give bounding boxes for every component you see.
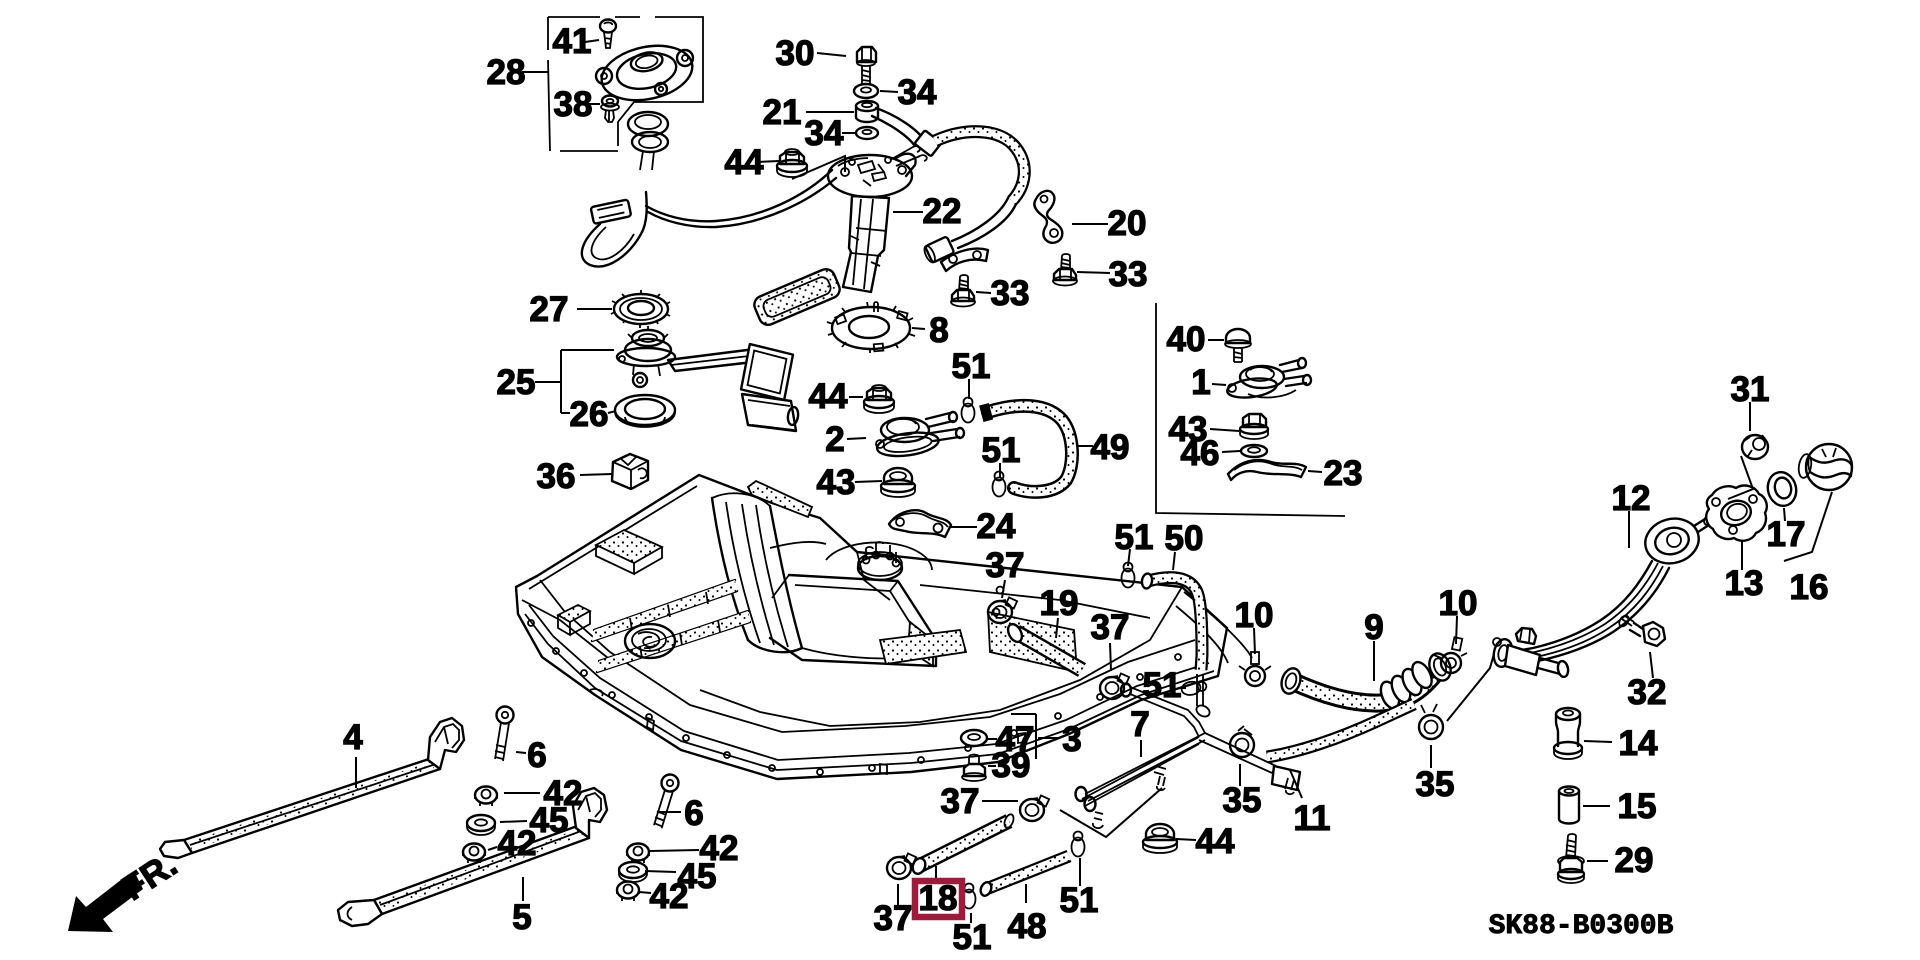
svg-text:16: 16	[1790, 568, 1829, 607]
svg-text:20: 20	[1108, 204, 1147, 243]
svg-text:5: 5	[512, 898, 531, 937]
svg-text:38: 38	[554, 85, 593, 124]
svg-text:51: 51	[1115, 518, 1154, 557]
svg-text:51: 51	[1143, 666, 1182, 705]
svg-text:39: 39	[992, 746, 1031, 785]
svg-text:24: 24	[977, 507, 1016, 546]
svg-text:35: 35	[1223, 781, 1262, 820]
svg-text:37: 37	[941, 782, 980, 821]
svg-text:10: 10	[1235, 596, 1274, 635]
svg-text:32: 32	[1628, 673, 1667, 712]
svg-text:48: 48	[1008, 907, 1047, 946]
svg-text:27: 27	[530, 290, 569, 329]
svg-text:37: 37	[1091, 608, 1130, 647]
svg-text:51: 51	[982, 431, 1021, 470]
svg-text:30: 30	[776, 34, 815, 73]
svg-text:22: 22	[923, 192, 962, 231]
svg-text:34: 34	[898, 73, 937, 112]
svg-text:35: 35	[1416, 765, 1455, 804]
svg-text:44: 44	[1196, 822, 1235, 861]
svg-text:15: 15	[1618, 787, 1657, 826]
svg-text:23: 23	[1324, 454, 1363, 493]
svg-text:10: 10	[1439, 584, 1478, 623]
svg-text:3: 3	[1062, 720, 1081, 759]
svg-text:13: 13	[1725, 564, 1764, 603]
svg-text:7: 7	[1130, 705, 1149, 744]
svg-text:11: 11	[1294, 799, 1331, 838]
svg-text:51: 51	[1060, 881, 1099, 920]
svg-text:51: 51	[952, 347, 991, 386]
svg-text:43: 43	[1169, 410, 1208, 449]
svg-text:12: 12	[1612, 479, 1651, 518]
svg-text:37: 37	[986, 546, 1025, 585]
svg-text:44: 44	[809, 377, 848, 416]
svg-text:37: 37	[874, 899, 913, 938]
svg-text:14: 14	[1619, 724, 1658, 763]
svg-text:2: 2	[825, 420, 844, 459]
svg-text:28: 28	[487, 53, 526, 92]
svg-text:1: 1	[1191, 363, 1210, 402]
svg-text:42: 42	[700, 829, 739, 868]
svg-text:25: 25	[497, 363, 536, 402]
svg-text:43: 43	[817, 463, 856, 502]
svg-text:17: 17	[1767, 515, 1806, 554]
svg-text:41: 41	[553, 22, 592, 61]
svg-text:45: 45	[678, 857, 717, 896]
svg-text:26: 26	[570, 395, 609, 434]
svg-text:46: 46	[1181, 434, 1220, 473]
svg-text:21: 21	[763, 93, 802, 132]
svg-text:51: 51	[953, 918, 992, 957]
svg-text:SK88-B0300B: SK88-B0300B	[1489, 911, 1674, 942]
svg-text:36: 36	[537, 457, 576, 496]
svg-text:4: 4	[343, 718, 363, 757]
svg-text:42: 42	[498, 824, 537, 863]
svg-text:33: 33	[1109, 255, 1148, 294]
svg-text:19: 19	[1040, 584, 1079, 623]
svg-text:31: 31	[1731, 370, 1770, 409]
svg-text:44: 44	[725, 143, 764, 182]
svg-text:49: 49	[1091, 428, 1130, 467]
svg-text:34: 34	[805, 114, 844, 153]
svg-text:18: 18	[919, 879, 958, 918]
svg-text:40: 40	[1167, 320, 1206, 359]
svg-text:47: 47	[996, 720, 1035, 759]
svg-text:29: 29	[1615, 841, 1654, 880]
svg-text:6: 6	[527, 736, 546, 775]
svg-text:45: 45	[530, 801, 569, 840]
svg-text:50: 50	[1165, 519, 1204, 558]
svg-text:33: 33	[991, 274, 1030, 313]
svg-text:9: 9	[1364, 608, 1383, 647]
svg-text:6: 6	[684, 794, 703, 833]
svg-text:8: 8	[929, 311, 948, 350]
svg-text:42: 42	[650, 877, 689, 916]
svg-text:42: 42	[544, 774, 583, 813]
